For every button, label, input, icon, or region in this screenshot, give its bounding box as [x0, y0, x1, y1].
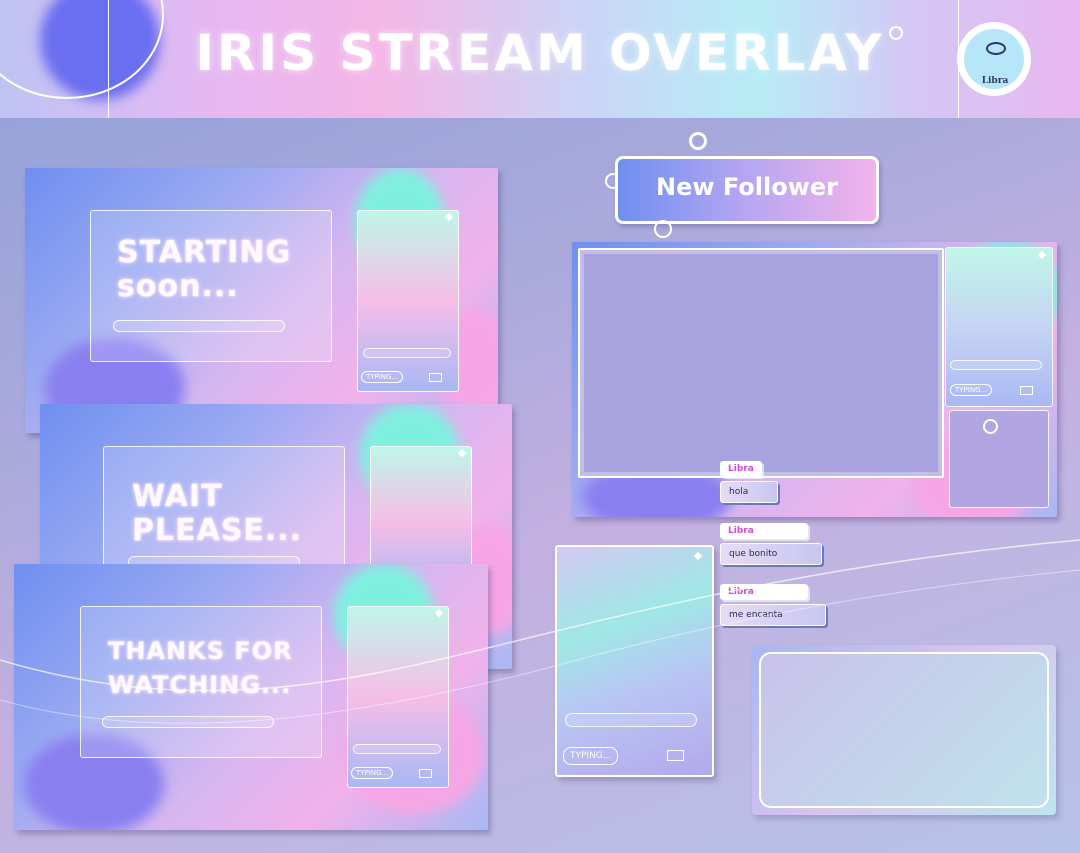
scene-line1: WAIT [132, 479, 223, 514]
typing-indicator: TYPING... [361, 371, 404, 383]
wave-line [0, 539, 1080, 692]
chat-message: hola [720, 481, 778, 503]
progress-bar [102, 716, 274, 728]
title-card [80, 606, 322, 758]
typing-indicator: TYPING... [563, 747, 619, 765]
scene-line2: WATCHING... [108, 671, 292, 699]
scene-line2: soon... [117, 269, 239, 304]
scene-line2: PLEASE... [132, 513, 303, 548]
chat-input[interactable] [950, 360, 1042, 370]
chat-username: Libra [720, 461, 762, 477]
scene-line1: STARTING [117, 235, 292, 270]
mail-icon [1020, 386, 1033, 395]
chat-input[interactable] [353, 744, 441, 754]
sparkle-circle-icon [689, 132, 707, 150]
badge-label: Libra [981, 76, 1009, 86]
camera-inner [759, 652, 1049, 808]
chat-username: Libra [720, 523, 808, 539]
typing-indicator: TYPING... [950, 384, 993, 396]
mail-icon [419, 769, 432, 778]
blob [24, 734, 164, 830]
header-divider [108, 0, 109, 118]
chat-input[interactable] [565, 713, 697, 727]
scene-thanks-for-watching: THANKS FOR WATCHING... TYPING... [14, 564, 488, 830]
mail-icon [429, 373, 442, 382]
chat-username: Libra [720, 584, 808, 600]
camera-frame-wide [752, 645, 1056, 815]
sparkle-circle-icon [983, 419, 998, 434]
mail-icon [667, 750, 684, 761]
chat-input[interactable] [363, 348, 451, 358]
scene-line1: THANKS FOR [108, 637, 293, 665]
title-card [90, 210, 332, 362]
scene-starting-soon: STARTING soon... TYPING... [25, 168, 498, 433]
header-banner: IRIS STREAM OVERLAY Libra [0, 0, 1080, 118]
wave-line [0, 569, 1080, 724]
eye-icon [986, 42, 1006, 55]
standalone-chat: TYPING... [555, 545, 714, 777]
badge-inner [964, 29, 1024, 89]
chat-box [357, 210, 459, 392]
progress-bar [113, 320, 285, 332]
typing-indicator: TYPING... [351, 767, 394, 779]
game-capture-frame [578, 248, 944, 478]
webcam-frame [949, 410, 1049, 508]
page-title: IRIS STREAM OVERLAY [195, 24, 885, 82]
libra-badge: Libra [957, 22, 1031, 96]
chat-message: me encanta [720, 604, 826, 626]
wave-decoration [0, 539, 1080, 724]
sparkle-circle-icon [654, 220, 672, 238]
new-follower-alert: New Follower [615, 156, 879, 224]
chat-box [347, 606, 449, 788]
chat-message: que bonito [720, 543, 822, 565]
gameplay-overlay: TYPING... [572, 242, 1057, 517]
alert-label: New Follower [655, 173, 839, 201]
chat-box [945, 247, 1053, 407]
sparkle-circle-icon [889, 26, 903, 40]
